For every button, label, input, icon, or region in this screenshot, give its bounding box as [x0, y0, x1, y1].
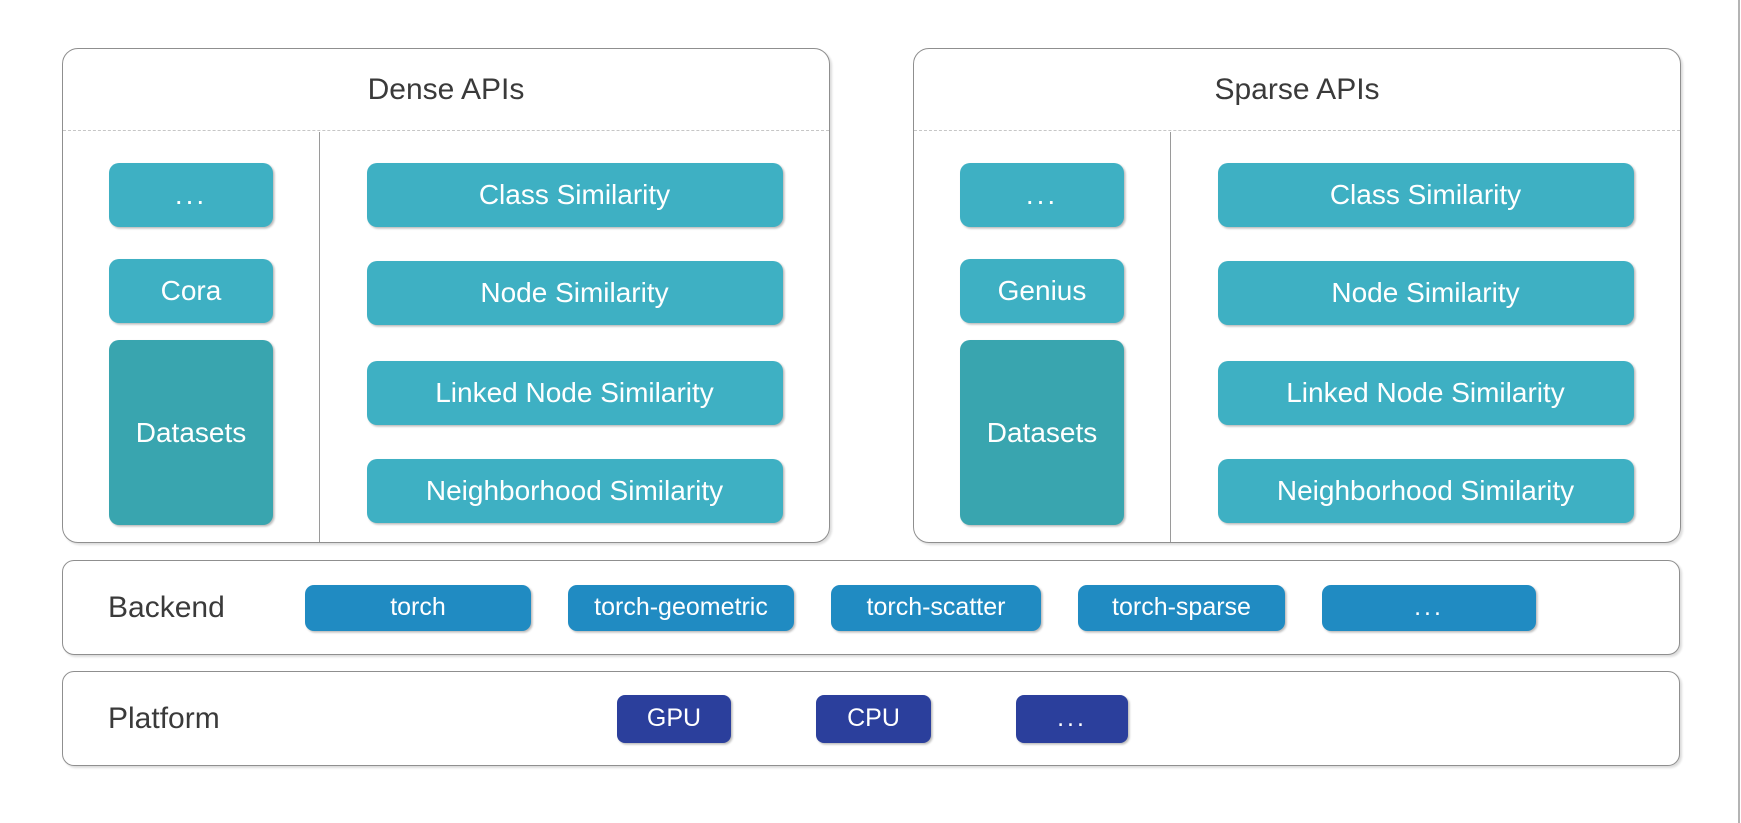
- backend-item-torch-block: torch: [305, 584, 531, 631]
- dense-apis-column: Class Similarity Node Similarity Linked …: [320, 132, 829, 542]
- backend-item-more-block: ...: [1322, 584, 1536, 631]
- sparse-api-class-similarity-block: Class Similarity: [1217, 163, 1634, 227]
- window-right-edge: [1738, 0, 1740, 823]
- platform-item-cpu-block: CPU: [816, 694, 931, 743]
- dense-datasets-group-block: Datasets: [109, 340, 273, 525]
- sparse-api-linked-node-similarity-block: Linked Node Similarity: [1217, 361, 1634, 425]
- sparse-datasets-column: ... Genius Datasets: [914, 132, 1170, 542]
- dense-apis-panel: Dense APIs ... Cora Datasets Class Simil…: [62, 48, 830, 543]
- backend-items: torch torch-geometric torch-scatter torc…: [305, 584, 1536, 631]
- dense-api-node-similarity-block: Node Similarity: [366, 261, 783, 325]
- sparse-apis-title: Sparse APIs: [914, 49, 1680, 131]
- dense-dataset-cora-block: Cora: [109, 259, 273, 323]
- platform-item-more-block: ...: [1016, 694, 1128, 743]
- backend-bar: Backend torch torch-geometric torch-scat…: [62, 560, 1680, 655]
- sparse-api-neighborhood-similarity-block: Neighborhood Similarity: [1217, 459, 1634, 523]
- platform-items: GPU CPU ...: [617, 694, 1128, 743]
- dense-datasets-column: ... Cora Datasets: [63, 132, 319, 542]
- sparse-apis-body: ... Genius Datasets Class Similarity Nod…: [914, 132, 1680, 542]
- backend-item-torch-scatter-block: torch-scatter: [831, 584, 1041, 631]
- backend-item-torch-geometric-block: torch-geometric: [568, 584, 794, 631]
- sparse-api-node-similarity-block: Node Similarity: [1217, 261, 1634, 325]
- platform-label: Platform: [108, 701, 220, 735]
- backend-item-torch-sparse-block: torch-sparse: [1078, 584, 1285, 631]
- dense-dataset-more-block: ...: [109, 163, 273, 227]
- dense-api-linked-node-similarity-block: Linked Node Similarity: [366, 361, 783, 425]
- dense-column-divider: [319, 132, 320, 542]
- sparse-datasets-group-block: Datasets: [960, 340, 1124, 525]
- dense-apis-title: Dense APIs: [63, 49, 829, 131]
- platform-bar: Platform GPU CPU ...: [62, 671, 1680, 766]
- sparse-apis-column: Class Similarity Node Similarity Linked …: [1171, 132, 1680, 542]
- sparse-apis-panel: Sparse APIs ... Genius Datasets Class Si…: [913, 48, 1681, 543]
- sparse-dataset-more-block: ...: [960, 163, 1124, 227]
- dense-api-class-similarity-block: Class Similarity: [366, 163, 783, 227]
- sparse-column-divider: [1170, 132, 1171, 542]
- backend-label: Backend: [108, 590, 225, 624]
- platform-item-gpu-block: GPU: [617, 694, 731, 743]
- dense-api-neighborhood-similarity-block: Neighborhood Similarity: [366, 459, 783, 523]
- dense-apis-body: ... Cora Datasets Class Similarity Node …: [63, 132, 829, 542]
- sparse-dataset-genius-block: Genius: [960, 259, 1124, 323]
